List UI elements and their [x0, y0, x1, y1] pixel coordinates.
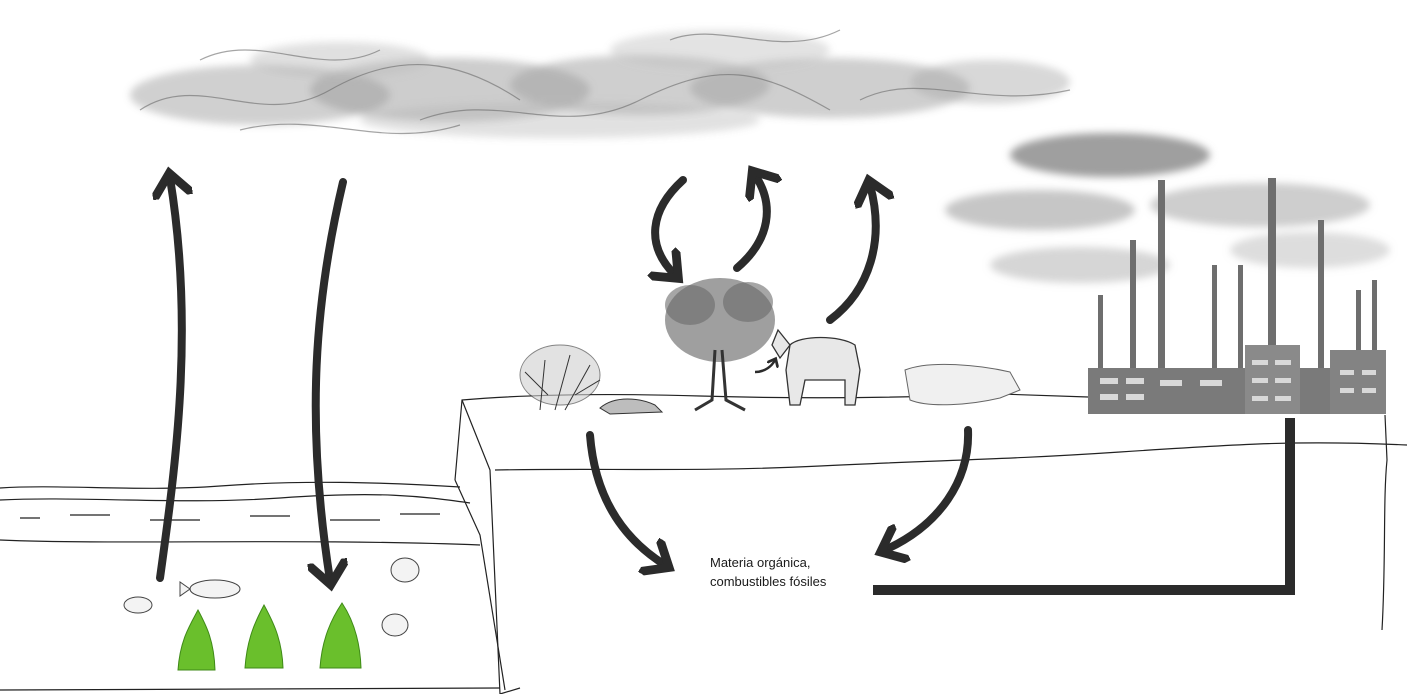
animal-to-organic-matter-arrow [885, 430, 968, 550]
dead-animal-icon [905, 364, 1020, 404]
small-animal-icon [600, 399, 662, 414]
shrub-icon [520, 345, 600, 410]
tree-to-atmosphere-arrow [737, 175, 767, 268]
land-to-organic-matter-arrow [590, 435, 665, 565]
ocean-to-atmosphere-arrow [160, 178, 182, 578]
atmosphere-cloud-icon [130, 30, 1070, 138]
label-line-2: combustibles fósiles [710, 572, 826, 591]
organic-matter-fossil-fuels-label: Materia orgánica, combustibles fósiles [710, 553, 826, 591]
cow-to-atmosphere-arrow [830, 185, 876, 320]
tree-to-cow-arrow [755, 360, 775, 372]
tree-icon [665, 278, 775, 410]
cow-icon [772, 330, 860, 405]
atmosphere-to-tree-arrow [655, 180, 683, 275]
fossil-fuels-to-factory-line [873, 418, 1290, 590]
seaweed-icon [178, 603, 361, 670]
label-line-1: Materia orgánica, [710, 553, 826, 572]
